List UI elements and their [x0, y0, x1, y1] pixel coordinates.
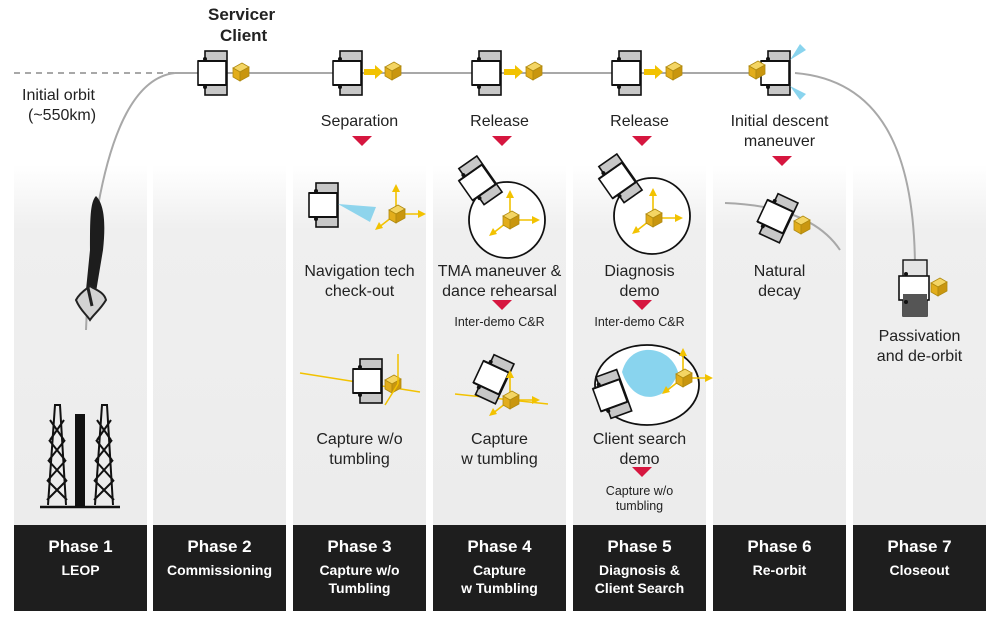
phase-4-name-1: Capture — [473, 562, 526, 578]
p5-capture-label-1: Capture w/o — [605, 484, 674, 498]
phase-2-number: Phase 2 — [187, 537, 252, 556]
nav-tech-label-2: check-out — [324, 283, 395, 300]
initial-orbit-altitude: (~550km) — [28, 107, 97, 124]
p3-capture-label-1: Capture w/o — [316, 431, 403, 448]
p5-capture-label-2: tumbling — [615, 499, 664, 513]
client-label: Client — [220, 26, 268, 45]
nav-tech-label-1: Navigation tech — [304, 263, 415, 280]
decay-label-2: decay — [758, 283, 801, 300]
phase-6-name: Re-orbit — [752, 562, 807, 578]
client-search-label-1: Client search — [592, 431, 687, 448]
phase-2-name: Commissioning — [166, 562, 272, 578]
p4-capture-label-1: Capture — [471, 431, 528, 448]
phase-3-bar: Phase 3 Capture w/o Tumbling — [293, 525, 426, 611]
passivation-label-2: and de-orbit — [876, 348, 963, 365]
phase-2-bar: Phase 2 Commissioning — [153, 525, 286, 611]
launch-tower-icon — [40, 404, 120, 509]
diagnosis-label-2: demo — [619, 283, 660, 300]
phase-1-name: LEOP — [61, 562, 100, 578]
tma-label-1: TMA maneuver & — [437, 263, 562, 280]
phase-7-column — [853, 165, 986, 525]
phase-6-number: Phase 6 — [747, 537, 812, 556]
client-search-label-2: demo — [619, 451, 660, 468]
phase-7-bar: Phase 7 Closeout — [853, 525, 986, 611]
phase-7-number: Phase 7 — [887, 537, 952, 556]
separation-label: Separation — [320, 113, 399, 130]
phase-5-number: Phase 5 — [607, 537, 672, 556]
passivation-label-1: Passivation — [878, 328, 961, 345]
beam-icon — [622, 349, 678, 397]
p5-release-label: Release — [610, 113, 669, 130]
p4-capture-label-2: w tumbling — [461, 451, 538, 468]
p5-interdemo-label: Inter-demo C&R — [594, 315, 685, 329]
tma-label-2: dance rehearsal — [442, 283, 557, 300]
servicer-satellite-icon — [197, 50, 228, 96]
phase-4-name-2: w Tumbling — [461, 580, 538, 596]
phase-4-bar: Phase 4 Capture w Tumbling — [433, 525, 566, 611]
beam-icon — [338, 204, 376, 222]
phase-5-bar: Phase 5 Diagnosis & Client Search — [573, 525, 706, 611]
phase-3-name-1: Capture w/o — [319, 562, 400, 578]
reorbit-path — [794, 72, 916, 271]
phase-1-number: Phase 1 — [48, 537, 113, 556]
beam-icon — [790, 44, 806, 100]
rocket-icon — [74, 196, 108, 322]
phase-7-name: Closeout — [889, 562, 950, 578]
phase-3-column — [293, 165, 426, 525]
decay-label-1: Natural — [753, 263, 806, 280]
p3-capture-label-2: tumbling — [329, 451, 390, 468]
phase-3-name-2: Tumbling — [328, 580, 391, 596]
phase-5-name-2: Client Search — [594, 580, 685, 596]
phase-3-number: Phase 3 — [327, 537, 392, 556]
initial-orbit-label: Initial orbit — [22, 87, 95, 104]
p4-release-label: Release — [470, 113, 529, 130]
red-arrow-icon — [352, 136, 372, 146]
client-satellite-icon — [232, 62, 250, 82]
p4-interdemo-label: Inter-demo C&R — [454, 315, 545, 329]
phase-6-bar: Phase 6 Re-orbit — [713, 525, 846, 611]
phase-4-number: Phase 4 — [467, 537, 532, 556]
descent-label-2: maneuver — [743, 133, 816, 150]
phase-2-column — [153, 165, 286, 525]
servicer-label: Servicer — [208, 5, 276, 24]
phase-1-bar: Phase 1 LEOP — [14, 525, 147, 611]
diagnosis-label-1: Diagnosis — [604, 263, 675, 280]
phase-5-name-1: Diagnosis & — [599, 562, 680, 578]
descent-label-1: Initial descent — [730, 113, 829, 130]
